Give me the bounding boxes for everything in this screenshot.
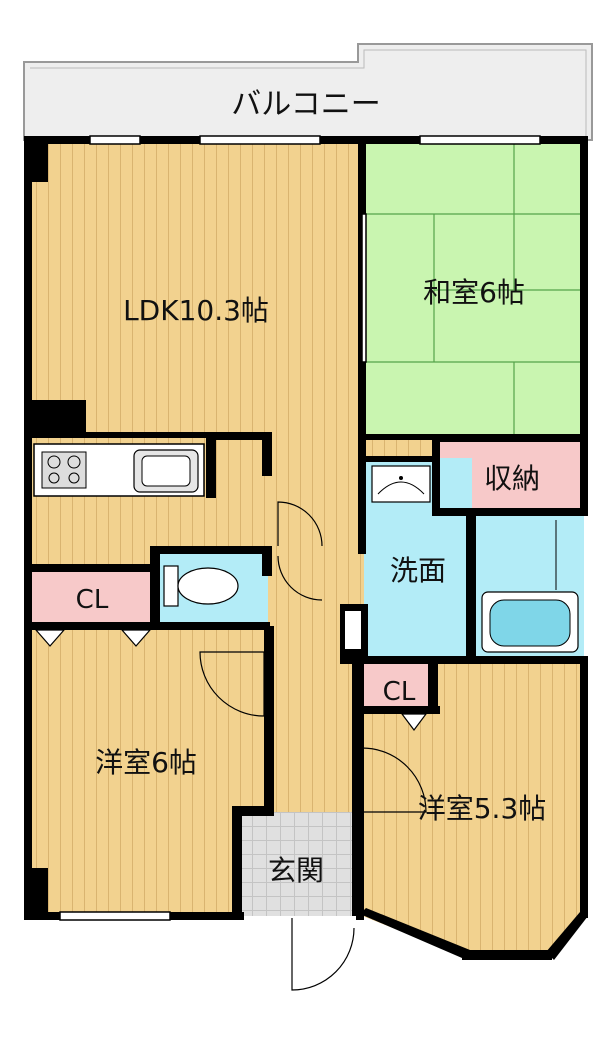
tatami-lines bbox=[364, 142, 584, 438]
stove-icon bbox=[41, 451, 87, 489]
closet-doors bbox=[34, 629, 428, 731]
cl-left-area bbox=[26, 570, 156, 622]
yoshitsu-right-label: 洋室5.3帖 bbox=[418, 792, 547, 825]
washitsu-label: 和室6帖 bbox=[423, 276, 525, 309]
yoshitsu-left-label: 洋室6帖 bbox=[95, 746, 197, 779]
balcony-label: バルコニー bbox=[231, 87, 380, 122]
cl-right-area bbox=[364, 664, 432, 712]
senmen-label: 洗面 bbox=[390, 554, 446, 587]
windows bbox=[59, 135, 541, 921]
ldk-label: LDK10.3帖 bbox=[123, 294, 269, 327]
cl-right-label: CL bbox=[383, 677, 416, 707]
washbasin-icon bbox=[371, 465, 431, 503]
toilet-icon bbox=[163, 565, 239, 607]
bathtub-icon bbox=[481, 520, 579, 653]
shuno-label: 収納 bbox=[484, 462, 540, 495]
cl-left-label: CL bbox=[76, 585, 109, 615]
genkan-label: 玄関 bbox=[268, 854, 324, 887]
door-swings bbox=[199, 501, 427, 991]
genkan-area bbox=[236, 812, 358, 916]
